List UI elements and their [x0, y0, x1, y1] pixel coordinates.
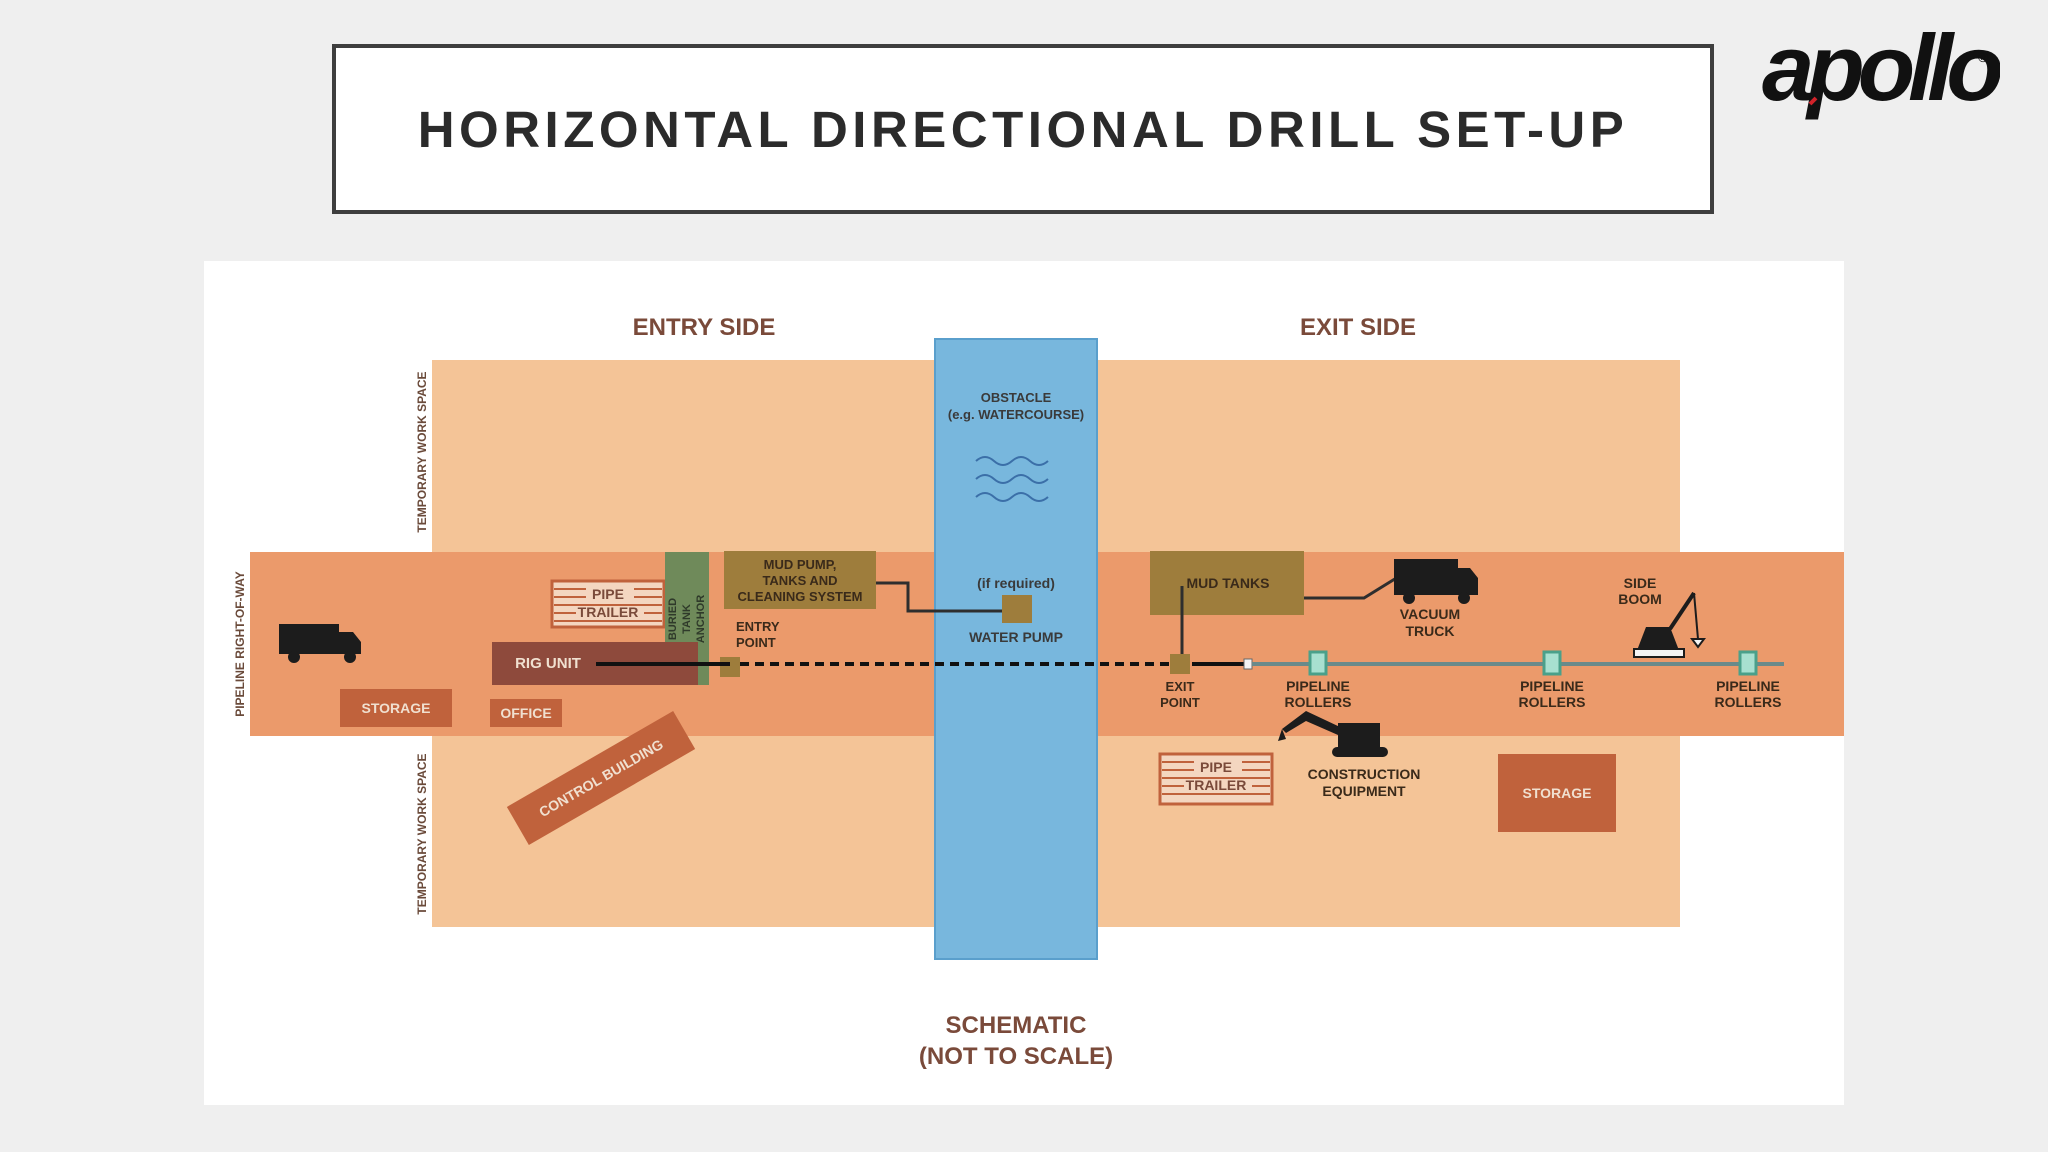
- logo-text: apollo: [1762, 16, 2000, 120]
- svg-text:STORAGE: STORAGE: [362, 700, 431, 716]
- work-space-label-top: TEMPORARY WORK SPACE: [415, 371, 429, 532]
- svg-text:CLEANING SYSTEM: CLEANING SYSTEM: [738, 589, 863, 604]
- svg-text:ANCHOR: ANCHOR: [695, 595, 707, 643]
- construction-equipment-label-line1: CONSTRUCTION: [1308, 766, 1421, 782]
- schematic-label: SCHEMATIC: [946, 1012, 1087, 1039]
- exit-point-label-line2: POINT: [1160, 695, 1200, 710]
- exit-side-label: EXIT SIDE: [1300, 314, 1416, 341]
- entry-point-label-line1: ENTRY: [736, 619, 780, 634]
- svg-text:OFFICE: OFFICE: [500, 705, 551, 721]
- vacuum-truck-icon: [1394, 559, 1478, 604]
- svg-text:STORAGE: STORAGE: [1523, 785, 1592, 801]
- construction-equipment-label-line2: EQUIPMENT: [1322, 783, 1406, 799]
- truck-icon: [279, 624, 361, 663]
- svg-text:TRAILER: TRAILER: [578, 604, 639, 620]
- svg-text:MUD TANKS: MUD TANKS: [1187, 575, 1270, 591]
- svg-text:PIPE: PIPE: [592, 586, 624, 602]
- page-title: HORIZONTAL DIRECTIONAL DRILL SET-UP: [417, 100, 1629, 158]
- pipe-trailer-entry: PIPE TRAILER: [550, 579, 666, 629]
- entry-point-marker: [720, 657, 740, 677]
- side-boom-icon: [1633, 591, 1706, 658]
- mud-pump-system: MUD PUMP, TANKS AND CLEANING SYSTEM: [724, 551, 876, 609]
- mud-tanks: MUD TANKS: [1150, 551, 1304, 615]
- office: OFFICE: [490, 699, 562, 727]
- vacuum-truck-label-line2: TRUCK: [1406, 623, 1455, 639]
- hdd-diagram: ENTRY SIDE EXIT SIDE PIPELINE RIGHT-OF-W…: [204, 261, 1844, 1105]
- storage-exit: STORAGE: [1498, 754, 1616, 832]
- svg-text:PIPELINE: PIPELINE: [1520, 678, 1584, 694]
- entry-side-label: ENTRY SIDE: [633, 314, 776, 341]
- side-boom-label-line2: BOOM: [1618, 591, 1662, 607]
- water-waves-icon: [975, 456, 1049, 502]
- svg-text:TRAILER: TRAILER: [1186, 777, 1247, 793]
- svg-text:BURIED: BURIED: [667, 598, 679, 640]
- pipeline-rollers-3: PIPELINE ROLLERS: [1715, 650, 1782, 710]
- entry-point-label-line2: POINT: [736, 635, 776, 650]
- svg-text:MUD PUMP,: MUD PUMP,: [764, 557, 837, 572]
- storage-entry: STORAGE: [340, 689, 452, 727]
- obstacle-label-line2: (e.g. WATERCOURSE): [948, 407, 1084, 422]
- svg-text:PIPELINE: PIPELINE: [1286, 678, 1350, 694]
- apollo-logo: apollo ®: [1760, 16, 2000, 132]
- svg-text:PIPELINE: PIPELINE: [1716, 678, 1780, 694]
- pipeline-rollers-1: PIPELINE ROLLERS: [1285, 650, 1352, 710]
- svg-text:PIPE: PIPE: [1200, 759, 1232, 775]
- vacuum-line: [1304, 575, 1399, 600]
- work-space-label-bottom: TEMPORARY WORK SPACE: [415, 753, 429, 914]
- pipeline-rollers-2: PIPELINE ROLLERS: [1519, 650, 1586, 710]
- if-required-label: (if required): [977, 575, 1055, 591]
- not-to-scale-label: (NOT TO SCALE): [919, 1043, 1113, 1070]
- water-pump-box: [1002, 595, 1032, 623]
- exit-point-marker: [1170, 654, 1190, 674]
- excavator-icon: [1278, 711, 1388, 757]
- logo-registered-mark: ®: [1978, 49, 1989, 65]
- svg-text:ROLLERS: ROLLERS: [1519, 694, 1586, 710]
- svg-text:TANKS AND: TANKS AND: [762, 573, 837, 588]
- svg-text:TANK: TANK: [681, 604, 693, 634]
- right-of-way-label: PIPELINE RIGHT-OF-WAY: [233, 571, 247, 717]
- vacuum-truck-label-line1: VACUUM: [1400, 606, 1460, 622]
- exit-point-label-line1: EXIT: [1166, 679, 1195, 694]
- svg-text:ROLLERS: ROLLERS: [1285, 694, 1352, 710]
- svg-text:ROLLERS: ROLLERS: [1715, 694, 1782, 710]
- water-supply-line: [876, 581, 1002, 613]
- pipe-trailer-exit: PIPE TRAILER: [1158, 752, 1274, 806]
- water-pump-label: WATER PUMP: [969, 629, 1063, 645]
- pipe-connector: [1243, 658, 1253, 670]
- svg-text:RIG UNIT: RIG UNIT: [515, 655, 581, 672]
- obstacle-watercourse: [934, 338, 1098, 960]
- side-boom-label-line1: SIDE: [1624, 575, 1657, 591]
- obstacle-label-line1: OBSTACLE: [981, 390, 1052, 405]
- title-box: HORIZONTAL DIRECTIONAL DRILL SET-UP: [332, 44, 1714, 214]
